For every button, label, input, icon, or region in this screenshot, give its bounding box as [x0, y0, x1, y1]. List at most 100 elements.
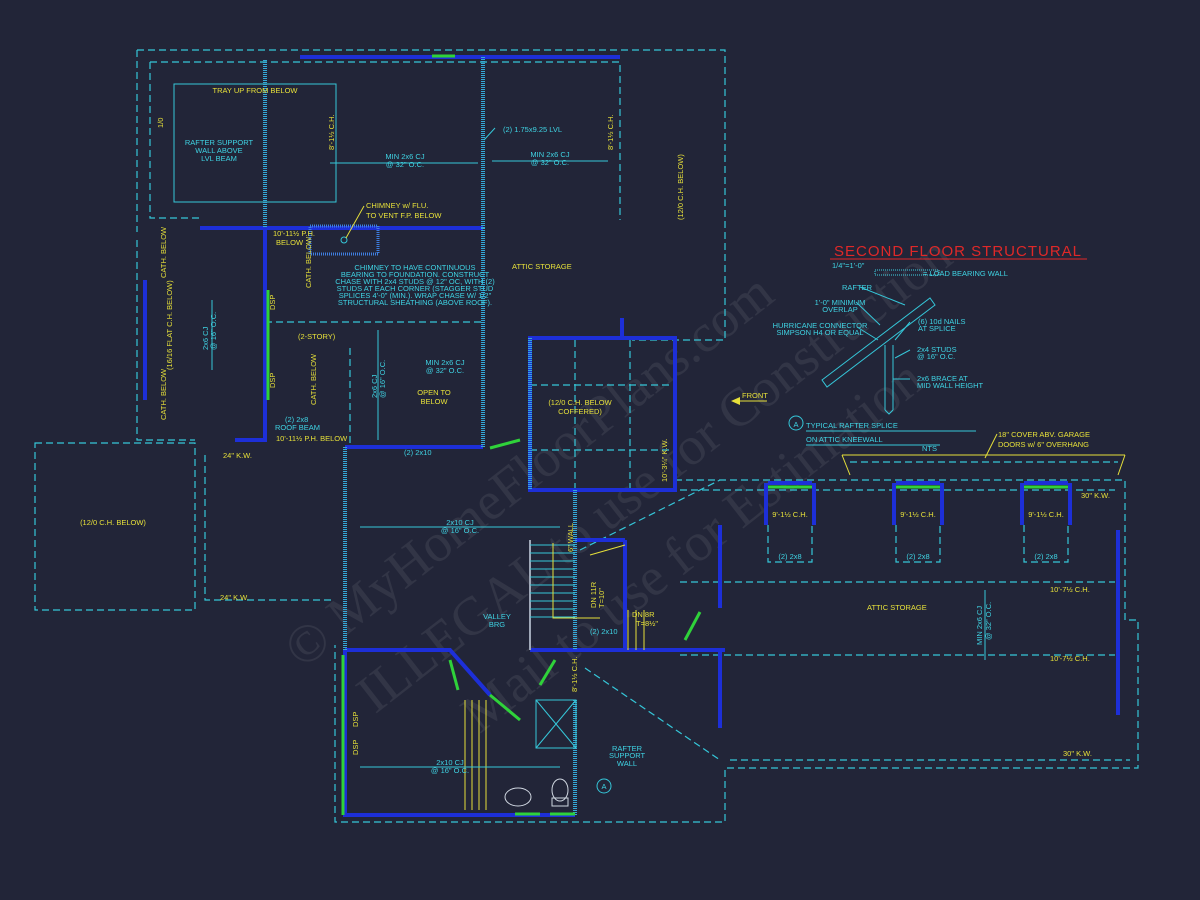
label-2x8-a: (2) 2x8: [778, 552, 801, 561]
joist-arrows: [211, 127, 986, 768]
label-cath-below: CATH. BELOW: [304, 236, 313, 288]
label-flat-ch: (16/16 FLAT C.H. BELOW): [165, 280, 174, 370]
callout-a-circle: [788, 415, 804, 431]
label-ph-2: BELOW: [276, 238, 304, 247]
label-t-10: T=10": [597, 588, 606, 608]
label-rafter: RAFTER: [842, 283, 873, 292]
chimney-note-line: BEARING TO FOUNDATION. CONSTRUCT: [341, 270, 490, 279]
label-rsw-2: SUPPORT: [609, 751, 646, 760]
label-open-to-1: OPEN TO: [417, 388, 451, 397]
label-rsw-3: WALL: [617, 759, 637, 768]
label-ch-9-b: 9'-1½ C.H.: [900, 510, 936, 519]
label-kw-30-b: 30" K.W.: [1063, 749, 1092, 758]
label-rafter-support-1: RAFTER SUPPORT: [185, 138, 254, 147]
label-one-zero: 1/0: [156, 118, 165, 128]
label-cj-32-4: @ 32" O.C.: [984, 602, 993, 640]
label-dsp: DSP: [268, 373, 277, 388]
label-nails-2: AT SPLICE: [918, 324, 956, 333]
label-dsp: DSP: [351, 712, 360, 727]
label-2x8-c: (2) 2x8: [1034, 552, 1057, 561]
label-rafter-support-3: LVL BEAM: [201, 154, 237, 163]
label-dn-8r: DN 8R: [632, 610, 655, 619]
label-ch-9-c: 9'-1½ C.H.: [1028, 510, 1064, 519]
label-cj-2x6-2: 2x6 CJ: [370, 374, 379, 398]
label-cj-16-3: @ 16" O.C.: [441, 526, 479, 535]
label-chimney-2: TO VENT F.P. BELOW: [366, 211, 442, 220]
garage-note-2: DOORS w/ 6" OVERHANG: [998, 440, 1089, 449]
chimney-leader: [345, 205, 365, 239]
callout-a-letter: A: [793, 420, 798, 429]
label-lvl: (2) 1.75x9.25 LVL: [503, 125, 562, 134]
label-cj-2x10-2: 2x10 CJ: [436, 758, 464, 767]
label-dsp: DSP: [268, 295, 277, 310]
label-cj-min-1: MIN 2x6 CJ: [385, 152, 424, 161]
front-arrow: FRONT: [731, 391, 768, 405]
label-cath-below: CATH. BELOW: [159, 368, 168, 420]
label-dsp: DSP: [351, 740, 360, 755]
splice-title-1: TYPICAL RAFTER SPLICE: [806, 421, 898, 430]
label-2x10-1: (2) 2x10: [404, 448, 432, 457]
drawing-title: SECOND FLOOR STRUCTURAL: [834, 243, 1082, 260]
label-cj-min-3: MIN 2x6 CJ: [425, 358, 464, 367]
callout-a-plan-circle: [596, 778, 612, 794]
label-ch-8-a: 8'-1½ C.H.: [327, 114, 336, 150]
label-cj-2x6-1: 2x6 CJ: [201, 326, 210, 350]
callout-a-plan-letter: A: [601, 782, 606, 791]
splice-title-2: ON ATTIC KNEEWALL: [806, 435, 883, 444]
label-ch-8-c: 8'-1½ C.H.: [570, 656, 579, 692]
stairs: [464, 540, 645, 810]
label-hurricane-1: HURRICANE CONNECTOR: [773, 321, 868, 330]
label-dn-11r: DN 11R: [589, 581, 598, 608]
label-cath-below: CATH. BELOW: [309, 353, 318, 405]
label-cj-2x10-1: 2x10 CJ: [446, 518, 474, 527]
label-overlap-2: OVERLAP: [822, 305, 857, 314]
label-t-8: T=8½": [636, 619, 658, 628]
chimney-note-line: SPLICES 4'-0" (MIN.). WRAP CHASE W/ 1/2": [339, 291, 492, 300]
label-cj-16-2: @ 16" O.C.: [378, 360, 387, 398]
label-ch-9-a: 9'-1½ C.H.: [772, 510, 808, 519]
label-ch-10-a: 10'-7½ C.H.: [1050, 585, 1090, 594]
label-cath-below: CATH. BELOW: [159, 226, 168, 278]
label-cj-16-4: @ 16" O.C.: [431, 766, 469, 775]
label-coffered-2: COFFERED): [558, 407, 602, 416]
label-brace-2: MID WALL HEIGHT: [917, 381, 984, 390]
garage-note-1: 18" COVER ABV. GARAGE: [998, 430, 1090, 439]
legend-load-bearing-wall: = LOAD BEARING WALL: [923, 269, 1008, 278]
label-rsw-1: RAFTER: [612, 744, 643, 753]
front-label: FRONT: [742, 391, 768, 400]
label-ch-below-left: (12/0 C.H. BELOW): [80, 518, 146, 527]
label-ph-1: 10'-11½ P.H.: [273, 229, 315, 238]
nts-label: NTS: [922, 444, 937, 453]
label-ch-8-b: 8'-1½ C.H.: [606, 114, 615, 150]
chimney-note-line: CHIMNEY TO HAVE CONTINUOUS: [354, 263, 475, 272]
label-kw-30-a: 30" K.W.: [1081, 491, 1110, 500]
chimney-note-line: STRUCTURAL SHEATHING (ABOVE ROOF).: [338, 298, 492, 307]
splice-title-underline: [806, 430, 976, 446]
label-valley-1: VALLEY: [483, 612, 511, 621]
label-valley-2: BRG: [489, 620, 505, 629]
label-hurricane-2: SIMPSON H4 OR EQUAL: [776, 328, 863, 337]
chimney-note-line: CHASE WITH 2x4 STUDS @ 12" OC, WITH (2): [335, 277, 495, 286]
label-attic-storage-1: ATTIC STORAGE: [512, 262, 572, 271]
label-nails-1: (6) 10d NAILS: [918, 317, 966, 326]
label-two-story: (2-STORY): [298, 332, 336, 341]
label-chimney-1: CHIMNEY w/ FLU.: [366, 201, 428, 210]
label-wall-6: 6" WALL: [566, 523, 575, 552]
label-rafter-support-2: WALL ABOVE: [195, 146, 242, 155]
label-brace-1: 2x6 BRACE AT: [917, 374, 968, 383]
label-cj-32-1: @ 32" O.C.: [386, 160, 424, 169]
label-kw-10: 10'-3¼" K.W.: [660, 439, 669, 482]
label-studs-1: 2x4 STUDS: [917, 345, 957, 354]
label-overlap-1: 1'-0" MINIMUM: [815, 298, 866, 307]
label-studs-2: @ 16" O.C.: [917, 352, 955, 361]
label-2x10-2: (2) 2x10: [590, 627, 618, 636]
label-cj-min-4: MIN 2x6 CJ: [975, 606, 984, 645]
label-tray-up: TRAY UP FROM BELOW: [212, 86, 298, 95]
label-cj-min-2: MIN 2x6 CJ: [530, 150, 569, 159]
roof-outline: [34, 49, 1139, 823]
label-open-to-2: BELOW: [420, 397, 448, 406]
label-cj-32-2: @ 32" O.C.: [531, 158, 569, 167]
label-ch-below-right: (12/0 C.H. BELOW): [676, 154, 685, 220]
rafter-splice-detail: [821, 269, 940, 415]
